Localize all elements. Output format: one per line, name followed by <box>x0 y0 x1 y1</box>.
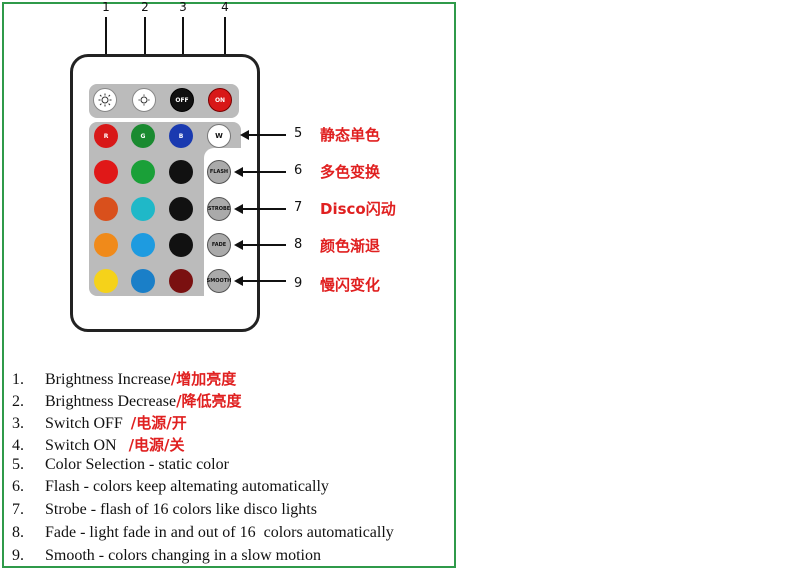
list-item: 6. Flash - colors keep altemating automa… <box>12 478 329 500</box>
list-item: 1. Brightness Increase /增加亮度 <box>12 368 236 390</box>
side-arrow-line-7 <box>242 208 286 210</box>
side-arrow-line-9 <box>242 280 286 282</box>
off-button[interactable]: OFF <box>170 88 194 112</box>
label-number-1: 1 <box>102 0 110 14</box>
arrow-line-3 <box>182 17 184 85</box>
fade-button[interactable]: FADE <box>207 233 231 257</box>
list-item-cn: /电源/关 <box>128 436 185 454</box>
on-button[interactable]: ON <box>208 88 232 112</box>
side-number-6: 6 <box>294 163 303 178</box>
green-button-label: G <box>140 132 146 140</box>
white-button[interactable]: W <box>207 124 231 148</box>
side-number-8: 8 <box>294 237 303 252</box>
side-arrow-head-8 <box>234 240 243 250</box>
on-button-label: ON <box>214 96 226 104</box>
side-arrow-head-6 <box>234 167 243 177</box>
list-item-index: 3. <box>12 415 24 432</box>
arrow-line-1 <box>105 17 107 85</box>
color-button[interactable] <box>94 269 118 293</box>
list-item-index: 5. <box>12 456 24 473</box>
strobe-button-label: STROBE <box>207 206 231 212</box>
sun-up-icon <box>98 93 112 107</box>
side-number-7: 7 <box>294 200 303 215</box>
list-item-text: Fade - light fade in and out of 16 color… <box>45 524 394 541</box>
side-label-6: 多色变换 <box>320 163 381 181</box>
arrow-line-2 <box>144 17 146 85</box>
list-item: 8. Fade - light fade in and out of 16 co… <box>12 524 394 546</box>
red-button[interactable]: R <box>94 124 118 148</box>
brightness-increase-button[interactable] <box>93 88 117 112</box>
list-item-index: 8. <box>12 524 24 541</box>
list-item-text: Switch OFF <box>45 415 131 432</box>
list-item-text: Switch ON <box>45 437 129 454</box>
side-label-9: 慢闪变化 <box>320 276 381 294</box>
side-arrow-head-7 <box>234 204 243 214</box>
brightness-decrease-button[interactable] <box>132 88 156 112</box>
color-button[interactable] <box>169 160 193 184</box>
side-arrow-head-9 <box>234 276 243 286</box>
sun-down-icon <box>138 94 150 106</box>
flash-button[interactable]: FLASH <box>207 160 231 184</box>
side-label-5: 静态单色 <box>320 126 381 144</box>
color-button[interactable] <box>169 233 193 257</box>
side-number-5: 5 <box>294 126 303 141</box>
list-item-cn: /降低亮度 <box>176 392 242 410</box>
list-item-text: Brightness Increase <box>45 371 171 388</box>
list-item-index: 6. <box>12 478 24 495</box>
list-item-cn: /电源/开 <box>130 414 187 432</box>
list-item-index: 4. <box>12 437 24 454</box>
list-item: 7. Strobe - flash of 16 colors like disc… <box>12 501 317 523</box>
blue-button[interactable]: B <box>169 124 193 148</box>
color-button[interactable] <box>94 197 118 221</box>
smooth-button-label: SMOOTH <box>206 278 232 284</box>
list-item: 5. Color Selection - static color <box>12 456 229 478</box>
blue-button-label: B <box>178 132 184 140</box>
color-button[interactable] <box>131 197 155 221</box>
list-item-cn: /增加亮度 <box>170 370 237 388</box>
side-arrow-head-5 <box>240 130 249 140</box>
side-number-9: 9 <box>294 276 303 291</box>
strobe-button[interactable]: STROBE <box>207 197 231 221</box>
color-button[interactable] <box>131 160 155 184</box>
side-label-7: Disco闪动 <box>320 200 396 218</box>
off-button-label: OFF <box>175 96 189 104</box>
red-button-label: R <box>103 132 109 140</box>
list-item: 2. Brightness Decrease /降低亮度 <box>12 390 242 412</box>
list-item: 9. Smooth - colors changing in a slow mo… <box>12 547 321 569</box>
list-item-text: Flash - colors keep altemating automatic… <box>45 478 329 495</box>
list-item-index: 1. <box>12 371 24 388</box>
list-item-text: Brightness Decrease <box>45 393 177 410</box>
white-button-label: W <box>215 132 223 140</box>
color-button[interactable] <box>169 197 193 221</box>
list-item-text: Smooth - colors changing in a slow motio… <box>45 547 321 564</box>
fade-button-label: FADE <box>211 242 227 248</box>
list-item: 4. Switch ON /电源/关 <box>12 434 185 456</box>
color-button[interactable] <box>131 233 155 257</box>
list-item-text: Strobe - flash of 16 colors like disco l… <box>45 501 317 518</box>
list-item-index: 2. <box>12 393 24 410</box>
flash-button-label: FLASH <box>209 169 229 175</box>
list-item: 3. Switch OFF /电源/开 <box>12 412 187 434</box>
list-item-text: Color Selection - static color <box>45 456 229 473</box>
arrow-line-4 <box>224 17 226 85</box>
side-arrow-line-5 <box>248 134 286 136</box>
image-frame <box>2 2 456 568</box>
smooth-button[interactable]: SMOOTH <box>207 269 231 293</box>
color-button[interactable] <box>94 160 118 184</box>
label-number-3: 3 <box>179 0 187 14</box>
side-label-8: 颜色渐退 <box>320 237 381 255</box>
color-button[interactable] <box>169 269 193 293</box>
label-number-4: 4 <box>221 0 229 14</box>
list-item-index: 9. <box>12 547 24 564</box>
color-button[interactable] <box>94 233 118 257</box>
side-arrow-line-6 <box>242 171 286 173</box>
side-arrow-line-8 <box>242 244 286 246</box>
color-button[interactable] <box>131 269 155 293</box>
label-number-2: 2 <box>141 0 149 14</box>
green-button[interactable]: G <box>131 124 155 148</box>
list-item-index: 7. <box>12 501 24 518</box>
